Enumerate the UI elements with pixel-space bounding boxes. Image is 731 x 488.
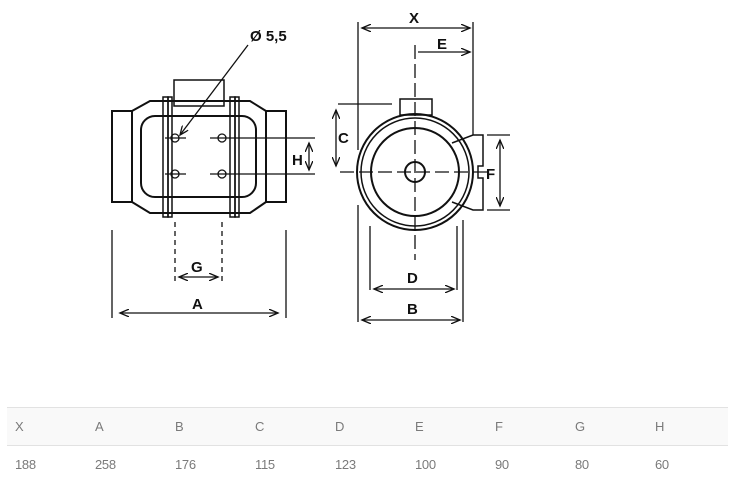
front-view (336, 22, 510, 322)
technical-drawing: Ø 5,5 X E C H F G D A B (111, 10, 510, 400)
label-x: X (409, 10, 419, 27)
header-cell: D (335, 419, 345, 434)
header-cell: X (15, 419, 24, 434)
value-cell: 60 (655, 457, 669, 472)
hole-diameter-label: Ø 5,5 (250, 28, 287, 45)
table-header-row: X A B C D E F G H (7, 407, 728, 446)
header-cell: E (415, 419, 424, 434)
label-e: E (437, 36, 447, 53)
table-row: 188 258 176 115 123 100 90 80 60 (7, 446, 728, 483)
value-cell: 258 (95, 457, 116, 472)
side-view (111, 44, 315, 318)
label-h: H (292, 152, 303, 169)
label-f: F (486, 166, 495, 183)
value-cell: 100 (415, 457, 436, 472)
label-d: D (407, 270, 418, 287)
value-cell: 80 (575, 457, 589, 472)
header-cell: A (95, 419, 104, 434)
header-cell: C (255, 419, 265, 434)
label-c: C (338, 130, 349, 147)
dimension-labels: Ø 5,5 X E C H F G D A B (191, 10, 495, 318)
value-cell: 115 (255, 457, 275, 472)
header-cell: F (495, 419, 503, 434)
value-cell: 176 (175, 457, 196, 472)
value-cell: 90 (495, 457, 509, 472)
value-cell: 123 (335, 457, 356, 472)
label-a: A (192, 296, 203, 313)
label-g: G (191, 259, 203, 276)
header-cell: B (175, 419, 184, 434)
header-cell: G (575, 419, 585, 434)
header-cell: H (655, 419, 665, 434)
dimensions-table: X A B C D E F G H 188 258 176 115 123 10… (7, 407, 728, 483)
value-cell: 188 (15, 457, 36, 472)
label-b: B (407, 301, 418, 318)
